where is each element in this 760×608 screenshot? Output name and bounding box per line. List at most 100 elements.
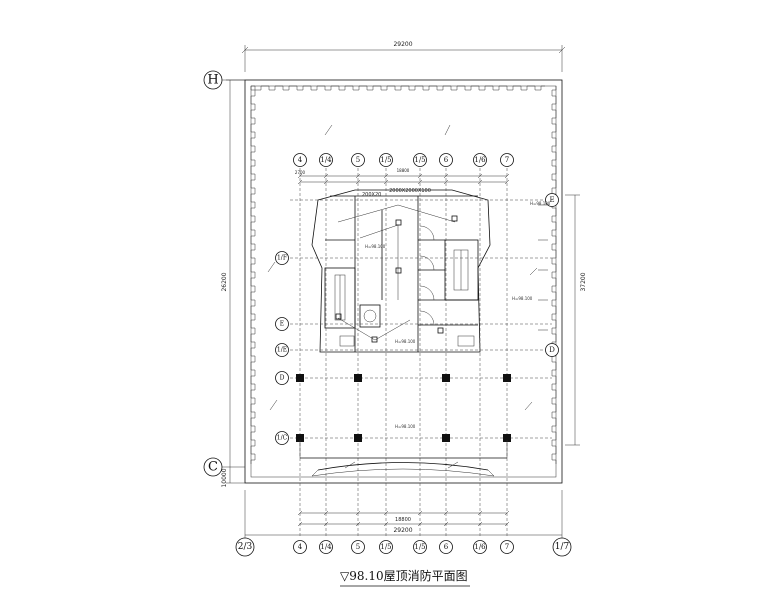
top-axis-bubble-2 xyxy=(351,153,365,167)
top-axis-bubble-6 xyxy=(473,153,487,167)
axis-bubble-1-7: 1/7 xyxy=(552,537,572,557)
tick-1-1 xyxy=(323,179,329,185)
tick-6-3 xyxy=(477,521,483,527)
top-axis-label-0: 4 xyxy=(298,156,303,164)
top-axis-label-2: 5 xyxy=(356,156,360,164)
bottom-axis-label-0: 4 xyxy=(298,543,303,551)
left-axis-label-1: E xyxy=(280,321,284,328)
tick-7-1 xyxy=(504,179,510,185)
left-axis-label-4: 1/C xyxy=(277,435,288,442)
bottom-axis-bubble-1 xyxy=(319,540,333,554)
top-overall-dimension-text: 29200 xyxy=(393,41,412,48)
top-axis-label-7: 7 xyxy=(505,156,509,164)
bottom-left-small-dimension: 10000 xyxy=(221,468,228,487)
bottom-axis-bubble-3 xyxy=(379,540,393,554)
structural-column-1-2 xyxy=(442,434,450,442)
tick-7-3 xyxy=(504,521,510,527)
tick-3-1 xyxy=(383,179,389,185)
tick-0-0 xyxy=(297,173,303,179)
parapet-outline xyxy=(244,79,563,484)
tick-5-3 xyxy=(443,521,449,527)
axis-bubble-C-label: C xyxy=(208,460,218,475)
bottom-axis-label-1: 1/4 xyxy=(320,543,332,551)
slope-arrows xyxy=(267,124,538,469)
structural-column-0-1 xyxy=(354,374,362,382)
axis-bubble-1-7-label: 1/7 xyxy=(555,542,570,552)
left-axis-label-2: 1/E xyxy=(277,347,287,354)
top-axis-label-4: 1/5 xyxy=(414,156,425,164)
right-axis-bubble-1 xyxy=(545,343,559,357)
tick-4-2 xyxy=(417,510,423,516)
core-label-text: 2000X2000X100 xyxy=(389,188,431,194)
tick-5-1 xyxy=(443,179,449,185)
left-axis-bubble-3 xyxy=(275,371,289,385)
top-axis-bubble-7 xyxy=(500,153,514,167)
axis-bubble-2-3-label: 2/3 xyxy=(238,542,253,552)
left-axis-bubble-0 xyxy=(275,251,289,265)
top-dim-label-a: 2700 xyxy=(295,170,306,175)
tick-0-2 xyxy=(297,510,303,516)
tick-0-1 xyxy=(297,179,303,185)
right-axis-label-0: E xyxy=(549,196,554,204)
level-tag-1: H=98.100 xyxy=(365,244,386,249)
right-axis-bubble-0 xyxy=(545,193,559,207)
tick-3-3 xyxy=(383,521,389,527)
bottom-axis-label-5: 6 xyxy=(444,543,449,551)
top-axis-label-5: 6 xyxy=(444,156,449,164)
bottom-axis-bubble-5 xyxy=(439,540,453,554)
drawing-title-text: ▽98.10屋顶消防平面图 xyxy=(340,568,468,583)
bottom-core-dimension: 18800 xyxy=(395,517,411,523)
tick-6-0 xyxy=(477,173,483,179)
bottom-axis-bubble-4 xyxy=(413,540,427,554)
structural-column-1-3 xyxy=(503,434,511,442)
top-overall-dimension: 29200 xyxy=(241,41,566,72)
entrance-canopy xyxy=(299,440,508,477)
axis-bubble-H: H xyxy=(203,70,245,90)
top-axis-bubble-0 xyxy=(293,153,307,167)
tick-2-1 xyxy=(355,179,361,185)
tick-3-2 xyxy=(383,510,389,516)
level-tag-4: H=98.100 xyxy=(395,424,416,429)
top-axis-label-1: 1/4 xyxy=(320,156,332,164)
top-axis-bubble-5 xyxy=(439,153,453,167)
tick-1-3 xyxy=(323,521,329,527)
tick-2-2 xyxy=(355,510,361,516)
tick-7-0 xyxy=(504,173,510,179)
tick-4-3 xyxy=(417,521,423,527)
structural-column-0-3 xyxy=(503,374,511,382)
tick-1-0 xyxy=(323,173,329,179)
tick-2-3 xyxy=(355,521,361,527)
structural-column-1-0 xyxy=(296,434,304,442)
bottom-overall-dimension-text: 29200 xyxy=(393,527,412,534)
drawing-title: ▽98.10屋顶消防平面图 xyxy=(340,568,470,587)
bottom-axis-label-2: 5 xyxy=(356,543,360,551)
right-overall-dimension: 37200 xyxy=(565,194,587,446)
left-axis-bubble-2 xyxy=(275,343,289,357)
top-axis-label-3: 1/5 xyxy=(380,156,391,164)
axis-bubble-H-label: H xyxy=(207,73,218,88)
tick-4-1 xyxy=(417,179,423,185)
core-outline xyxy=(311,189,491,353)
tick-2-0 xyxy=(355,173,361,179)
tick-5-2 xyxy=(443,510,449,516)
left-overall-dimension: 26200 10000 xyxy=(221,79,245,488)
right-overall-dimension-text: 37200 xyxy=(580,272,587,291)
bottom-axis-label-3: 1/5 xyxy=(380,543,391,551)
level-tag-2: H=98.100 xyxy=(512,296,533,301)
structural-column-1-1 xyxy=(354,434,362,442)
tick-3-0 xyxy=(383,173,389,179)
core-label: 200X20 2000X2000X100 xyxy=(362,188,431,198)
structural-grid: 1/FE1/ED1/CED xyxy=(275,168,559,538)
level-tag-5: H=98.100 xyxy=(530,201,551,206)
level-annotations: H=98.100 H=98.100 H=98.100 H=98.100 H=98… xyxy=(365,201,551,429)
top-axis-bubble-1 xyxy=(319,153,333,167)
bottom-axis-bubble-6 xyxy=(473,540,487,554)
tick-6-2 xyxy=(477,510,483,516)
axis-bubble-2-3: 2/3 xyxy=(235,537,255,557)
level-tag-3: H=98.100 xyxy=(395,339,416,344)
tick-0-3 xyxy=(297,521,303,527)
left-overall-dimension-text: 26200 xyxy=(221,272,228,291)
